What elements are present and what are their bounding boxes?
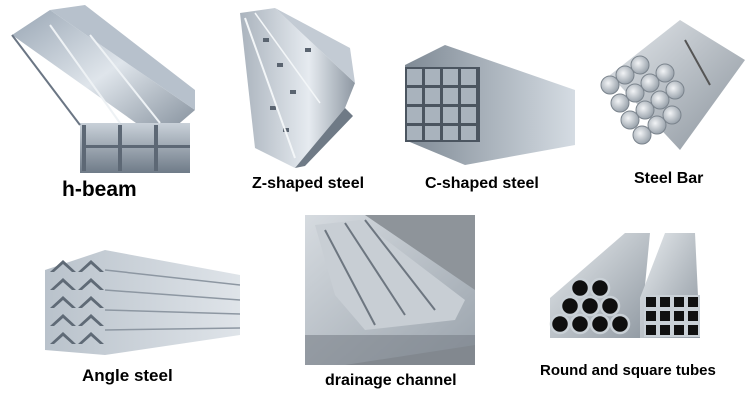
angle-steel-image: [45, 250, 240, 355]
round-and-square-tubes-image: [545, 228, 745, 343]
h-beam-label: h-beam: [62, 178, 137, 201]
drainage-channel-label: drainage channel: [325, 372, 457, 389]
c-shaped-steel-image: [405, 45, 575, 165]
z-shaped-steel-label: Z-shaped steel: [252, 175, 365, 192]
drainage-channel-image: [305, 215, 475, 365]
c-shaped-steel-label: C-shaped steel: [425, 175, 539, 192]
round-and-square-tubes-label: Round and square tubes: [540, 362, 716, 379]
steel-bar-label: Steel Bar: [634, 170, 704, 187]
z-shaped-steel-image: [235, 8, 360, 168]
h-beam-image: [10, 5, 195, 175]
angle-steel-label: Angle steel: [82, 366, 173, 385]
steel-bar-image: [590, 15, 745, 155]
